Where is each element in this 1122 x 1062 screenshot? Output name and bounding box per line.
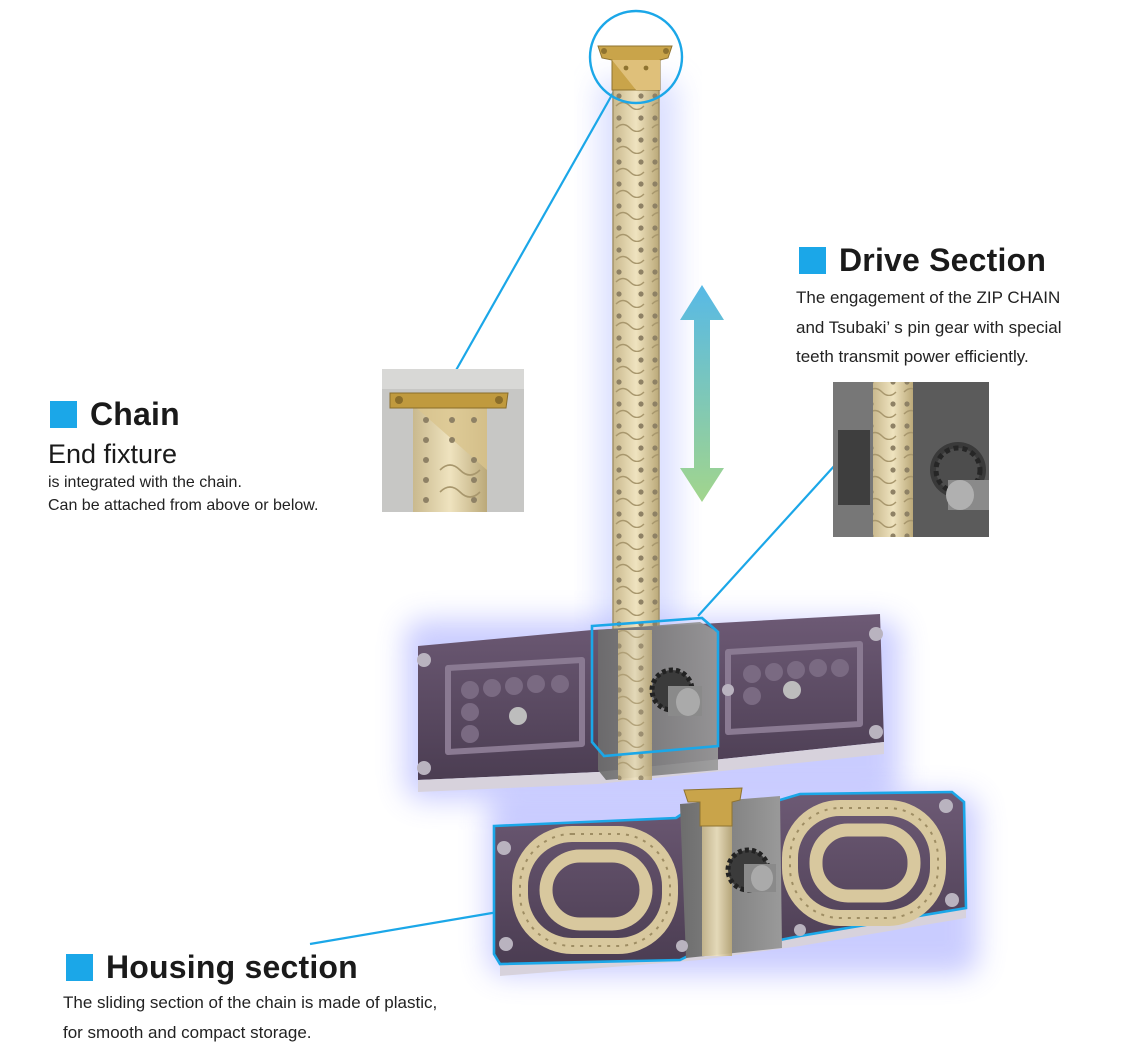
drive-description: The engagement of the ZIP CHAIN and Tsub…: [796, 283, 1062, 372]
housing-description-line: The sliding section of the chain is made…: [63, 993, 438, 1012]
chain-heading: Chain: [50, 398, 180, 430]
chain-description-line: is integrated with the chain.: [48, 474, 242, 491]
drive-description-line: teeth transmit power efficiently.: [796, 347, 1029, 367]
drive-section-zoom-inset: [833, 382, 989, 537]
drive-heading: Drive Section: [799, 244, 1046, 276]
chain-description-line: Can be attached from above or below.: [48, 496, 319, 514]
drive-heading-marker: [799, 246, 826, 274]
zip-chain: [612, 72, 660, 644]
housing-heading: Housing section: [66, 951, 358, 983]
drive-description-line: The engagement of the ZIP CHAIN: [796, 288, 1061, 307]
housing-heading-text: Housing section: [106, 949, 358, 985]
end-fixture: [597, 45, 673, 91]
drive-callout-line: [697, 463, 837, 617]
chain-heading-marker: [50, 400, 77, 428]
housing-heading-marker: [66, 953, 93, 981]
end-fixture-highlight-circle: [588, 9, 684, 105]
end-fixture-zoom-inset: [382, 369, 524, 512]
chain-subheading: End fixture: [48, 439, 178, 469]
chain-description: is integrated with the chain. Can be att…: [48, 472, 318, 517]
drive-heading-text: Drive Section: [839, 242, 1047, 278]
housing-callout-line: [309, 910, 499, 946]
chain-heading-text: Chain: [90, 396, 180, 432]
storage-housing: [492, 787, 968, 976]
drive-housing: [417, 614, 884, 792]
drive-description-line: and Tsubaki’ s pin gear with special: [796, 317, 1062, 337]
chain-callout-line: [454, 85, 618, 373]
housing-description-line: for smooth and compact storage.: [63, 1022, 312, 1042]
housing-description: The sliding section of the chain is made…: [63, 988, 437, 1047]
up-down-arrow-icon: [680, 285, 724, 502]
